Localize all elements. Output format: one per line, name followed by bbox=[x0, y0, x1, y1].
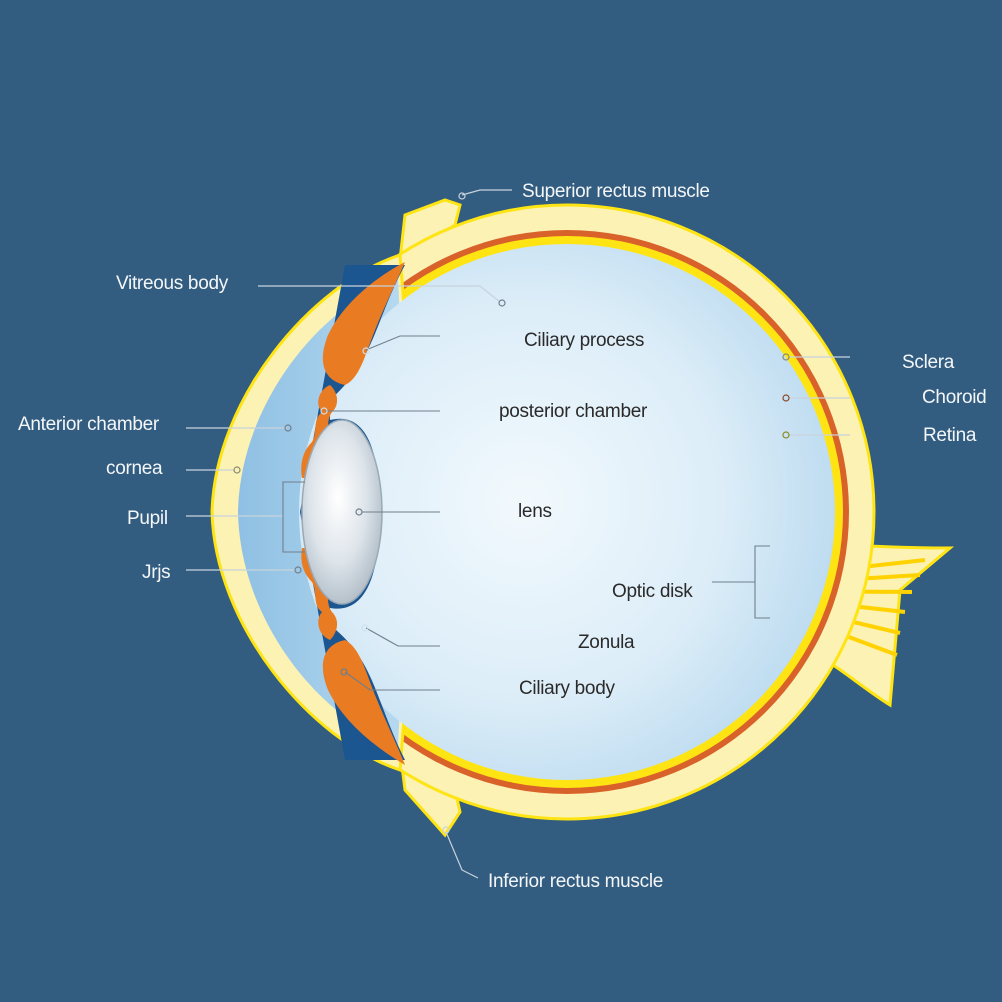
leader-vitreous bbox=[258, 285, 501, 303]
label-sclera: Sclera bbox=[902, 352, 955, 373]
label-cornea: cornea bbox=[106, 458, 163, 479]
iris-lower bbox=[301, 548, 338, 640]
dot-superior-rectus bbox=[458, 192, 466, 200]
optic-disk-bracket bbox=[754, 545, 770, 619]
leader-zonula bbox=[365, 627, 440, 647]
leader-ciliary-body bbox=[344, 671, 440, 691]
dot-choroid bbox=[782, 394, 790, 402]
dot-cornea bbox=[233, 466, 241, 474]
dot-posterior-chamber bbox=[320, 407, 328, 415]
label-optic-disk: Optic disk bbox=[612, 581, 693, 602]
dot-anterior-chamber bbox=[284, 424, 292, 432]
label-iris: Jrjs bbox=[142, 562, 170, 583]
label-pupil: Pupil bbox=[127, 508, 168, 529]
dot-vitreous bbox=[498, 299, 506, 307]
dot-zonula bbox=[361, 624, 369, 632]
label-anterior-chamber: Anterior chamber bbox=[18, 414, 160, 435]
ciliary-body-upper bbox=[322, 262, 405, 385]
label-lens: lens bbox=[518, 501, 552, 522]
label-inferior-rectus-muscle: Inferior rectus muscle bbox=[488, 871, 663, 892]
dot-lens bbox=[355, 508, 363, 516]
leader-inferior-rectus bbox=[445, 831, 479, 879]
label-ciliary-process: Ciliary process bbox=[524, 330, 644, 351]
dot-inferior-rectus bbox=[442, 826, 450, 834]
label-choroid: Choroid bbox=[922, 387, 986, 408]
dot-sclera bbox=[782, 353, 790, 361]
dot-retina bbox=[782, 431, 790, 439]
leader-ciliary-process bbox=[365, 335, 440, 351]
label-ciliary-body: Ciliary body bbox=[519, 678, 615, 699]
label-superior-rectus-muscle: Superior rectus muscle bbox=[522, 181, 710, 202]
ciliary-body-lower bbox=[322, 640, 405, 765]
leader-superior-rectus bbox=[461, 189, 512, 196]
label-retina: Retina bbox=[923, 425, 977, 446]
label-zonula: Zonula bbox=[578, 632, 635, 653]
label-vitreous-body: Vitreous body bbox=[116, 273, 229, 294]
dot-ciliary-body bbox=[340, 668, 348, 676]
label-posterior-chamber: posterior chamber bbox=[499, 401, 648, 422]
dot-ciliary-process bbox=[362, 347, 370, 355]
pupil-bracket bbox=[282, 481, 305, 553]
dot-iris bbox=[294, 566, 302, 574]
